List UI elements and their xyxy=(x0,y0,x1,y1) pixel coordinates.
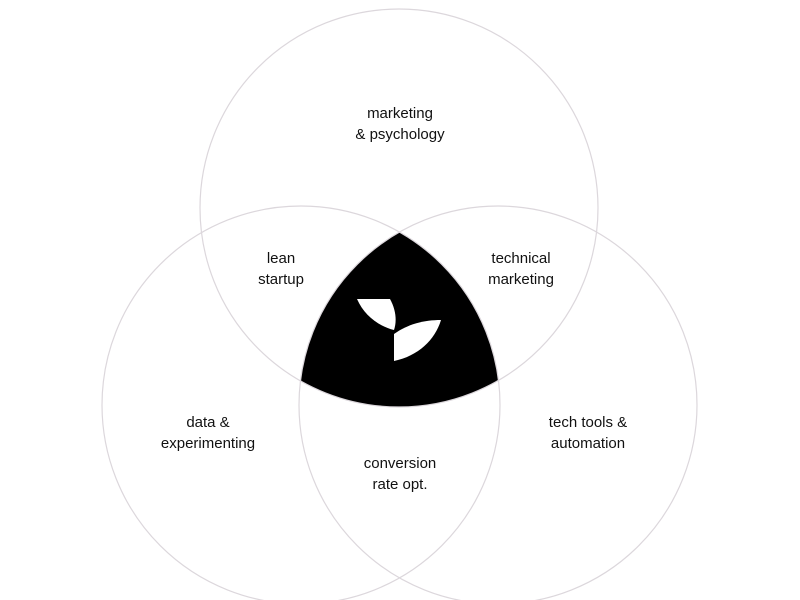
label-line: startup xyxy=(258,271,304,288)
label-line: automation xyxy=(550,435,626,452)
circle-top xyxy=(199,8,599,408)
circle-right xyxy=(298,205,698,600)
label-line: conversion xyxy=(363,455,437,472)
label-tech-tools-automation: tech tools & automation xyxy=(549,412,627,454)
label-line: rate opt. xyxy=(372,476,428,493)
label-line: data & xyxy=(186,414,230,431)
label-line: technical xyxy=(491,250,551,267)
circle-left xyxy=(101,205,501,600)
label-conversion-rate-opt: conversion rate opt. xyxy=(364,453,437,495)
leaf-sprout-logo-icon xyxy=(357,299,441,361)
label-technical-marketing: technical marketing xyxy=(488,248,554,290)
label-line: marketing xyxy=(488,271,554,288)
label-lean-startup: lean startup xyxy=(258,248,304,290)
label-line: tech tools & xyxy=(548,414,628,431)
label-data-experimenting: data & experimenting xyxy=(161,412,255,454)
label-marketing-psychology: marketing & psychology xyxy=(355,103,444,145)
label-line: & psychology xyxy=(355,126,445,143)
label-line: lean xyxy=(266,250,296,267)
label-line: marketing xyxy=(367,105,433,122)
label-line: experimenting xyxy=(160,435,256,452)
